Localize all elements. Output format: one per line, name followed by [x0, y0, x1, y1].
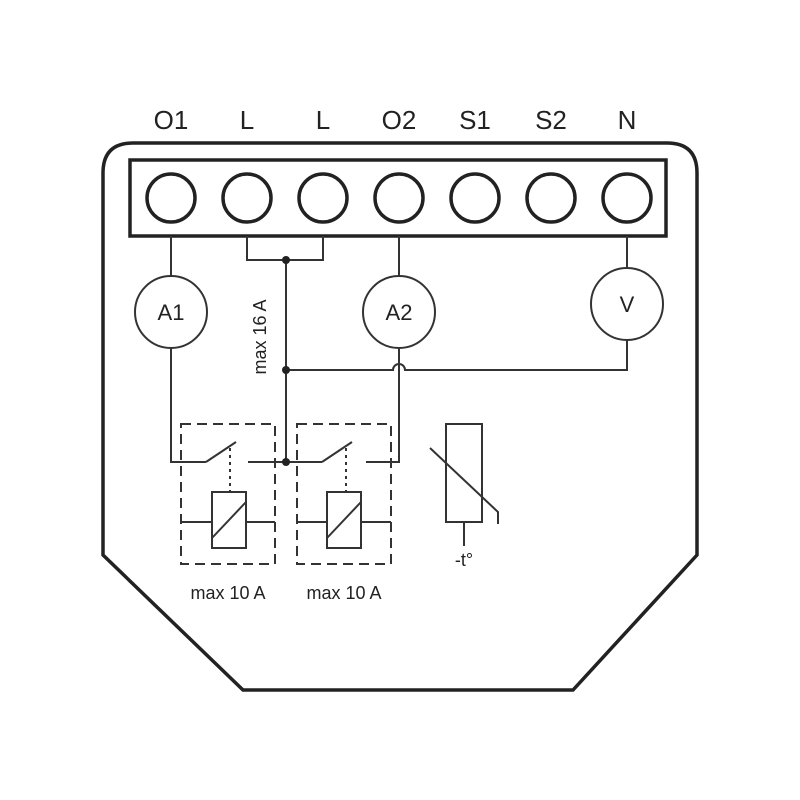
relay-2-enclosure [296, 423, 392, 565]
thermistor-slope [429, 447, 499, 524]
terminal-screws [145, 172, 653, 224]
terminal-label-n: N [618, 105, 637, 135]
wire-a1-relay1 [170, 348, 206, 463]
meter-v-circle [590, 267, 664, 341]
relay-1-coil-slash [211, 501, 247, 539]
relay-2 [296, 423, 392, 565]
max-supply-label: max 16 A [250, 299, 270, 374]
relay-1-max-label: max 10 A [190, 583, 265, 603]
terminal-block [128, 158, 668, 238]
junction-dot-bottom [282, 458, 290, 466]
terminal-label-l2: L [316, 105, 330, 135]
terminal-screw-l2 [297, 172, 349, 224]
terminal-label-o1: O1 [154, 105, 189, 135]
relay-2-coil-slash [326, 501, 362, 539]
terminal-screw-s1 [449, 172, 501, 224]
meter-a1: A1 [134, 275, 208, 349]
meter-a2-circle [362, 275, 436, 349]
junction-dot-top [282, 256, 290, 264]
terminal-screw-o2 [373, 172, 425, 224]
meter-a2-label: A2 [386, 300, 413, 325]
terminal-label-o2: O2 [382, 105, 417, 135]
wiring [170, 236, 628, 466]
junction-dot-mid [282, 366, 290, 374]
meter-v: V [590, 267, 664, 341]
terminal-screw-n [601, 172, 653, 224]
thermistor-body [445, 423, 483, 523]
wire-a2-relay2 [366, 348, 400, 463]
relay-2-switch-contact [321, 441, 353, 463]
wire-l-to-v [286, 340, 628, 371]
relay-2-coil [326, 491, 362, 549]
terminal-screw-l1 [221, 172, 273, 224]
meter-a2: A2 [362, 275, 436, 349]
terminal-screw-s2 [525, 172, 577, 224]
relay-1 [180, 423, 276, 565]
terminal-screw-o1 [145, 172, 197, 224]
terminal-labels: O1 L L O2 S1 S2 N [154, 105, 637, 135]
relay-2-max-label: max 10 A [306, 583, 381, 603]
terminal-label-s1: S1 [459, 105, 491, 135]
relay-1-enclosure [180, 423, 276, 565]
relay-1-coil [211, 491, 247, 549]
meter-v-label: V [620, 292, 635, 317]
meter-a1-label: A1 [158, 300, 185, 325]
thermistor-label: -t° [455, 550, 473, 570]
device-housing [101, 141, 699, 692]
terminal-label-l1: L [240, 105, 254, 135]
meter-a1-circle [134, 275, 208, 349]
relay-1-switch-contact [205, 441, 237, 463]
thermistor [429, 423, 499, 546]
terminal-label-s2: S2 [535, 105, 567, 135]
